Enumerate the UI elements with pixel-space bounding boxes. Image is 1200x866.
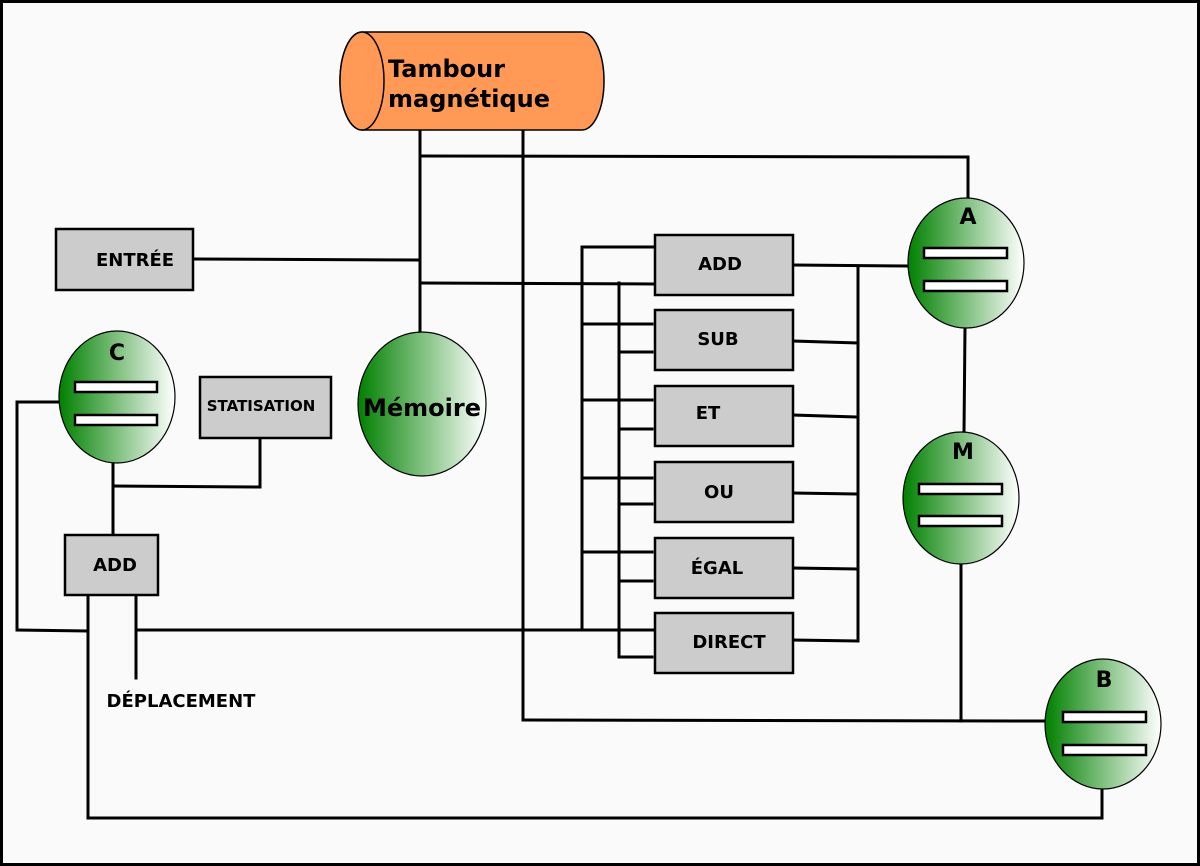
operation-box-egal: ÉGAL bbox=[653, 536, 795, 600]
register-a-label: A bbox=[959, 205, 976, 230]
register-c: C bbox=[58, 330, 176, 464]
operation-label: ADD bbox=[698, 254, 742, 275]
register-a: A bbox=[907, 197, 1025, 329]
connection-lines bbox=[15, 128, 1104, 820]
adder-c-label: ADD bbox=[93, 555, 137, 576]
register-b: B bbox=[1044, 658, 1162, 790]
memory-unit: Mémoire bbox=[357, 331, 487, 477]
operation-label: SUB bbox=[697, 329, 738, 350]
statisation-label: STATISATION bbox=[207, 397, 316, 415]
register-m-label: M bbox=[952, 440, 974, 465]
input-label: ENTRÉE bbox=[96, 249, 174, 271]
memory-label: Mémoire bbox=[363, 394, 481, 422]
operation-label: DIRECT bbox=[692, 632, 766, 653]
operation-box-sub: SUB bbox=[653, 308, 795, 372]
adder-c-box: ADD bbox=[63, 533, 160, 597]
operation-box-et: ET bbox=[653, 384, 795, 448]
input-box: ENTRÉE bbox=[54, 227, 195, 292]
register-m: M bbox=[902, 431, 1020, 565]
operations-column: ADD SUB ET OU ÉGAL DIRECT bbox=[653, 233, 795, 675]
operation-label: OU bbox=[704, 482, 734, 503]
register-c-label: C bbox=[109, 341, 125, 366]
register-b-label: B bbox=[1096, 668, 1113, 693]
statisation-box: STATISATION bbox=[198, 375, 333, 440]
drum-label-line2: magnétique bbox=[388, 85, 550, 113]
operation-label: ÉGAL bbox=[691, 557, 743, 579]
operation-label: ET bbox=[696, 403, 721, 424]
operation-box-add: ADD bbox=[653, 233, 795, 297]
drum-label-line1: Tambour bbox=[388, 55, 505, 83]
operation-box-direct: DIRECT bbox=[653, 611, 795, 675]
operation-box-ou: OU bbox=[653, 460, 795, 524]
displacement-label: DÉPLACEMENT bbox=[107, 690, 257, 712]
magnetic-drum: Tambour magnétique bbox=[339, 31, 605, 131]
